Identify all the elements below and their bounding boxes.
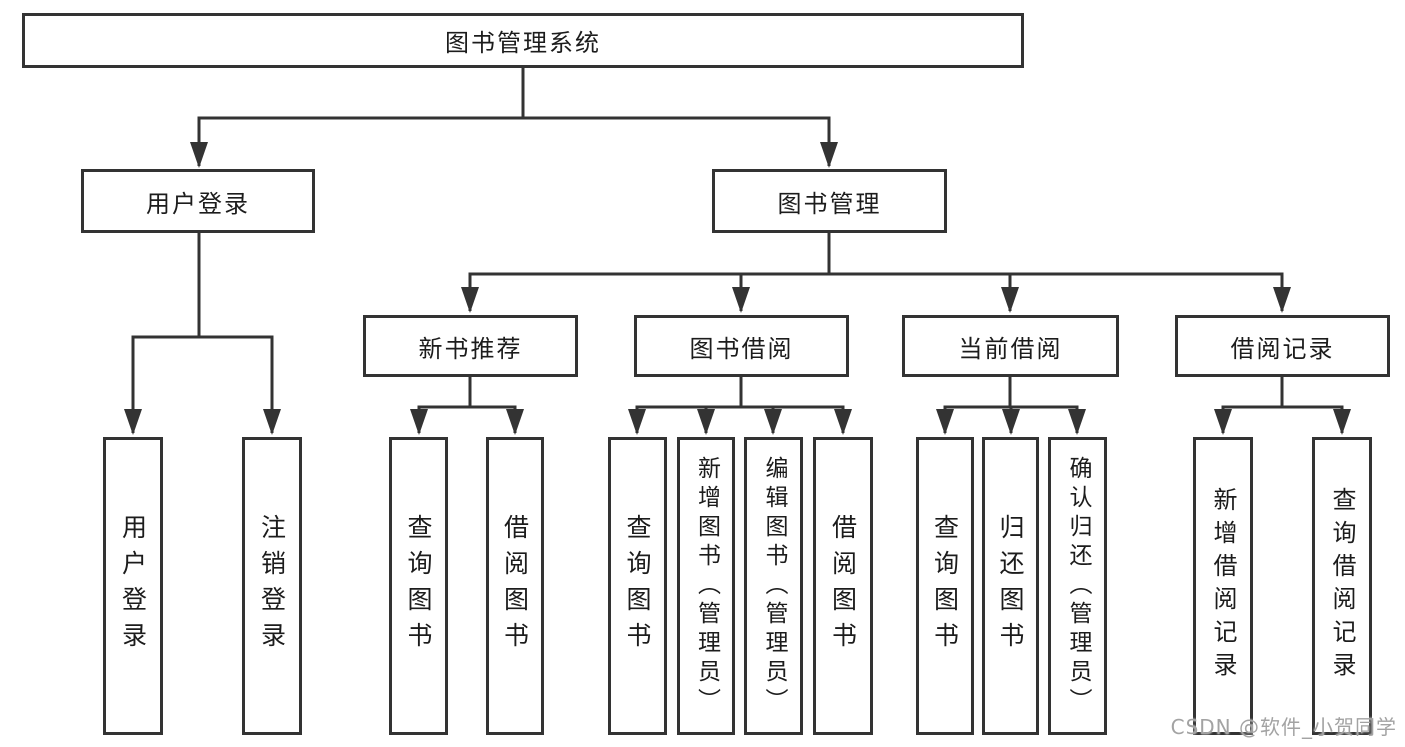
node-current-borrowing: 当前借阅 — [902, 315, 1119, 377]
node-label: 图书借阅 — [689, 334, 794, 363]
node-label: 当前借阅 — [958, 334, 1063, 363]
node-user-login-module: 用户登录 — [81, 169, 315, 233]
node-label: 编辑图书（管理员） — [761, 455, 787, 717]
node-label: 注销登录 — [257, 514, 287, 658]
node-book-management-module: 图书管理 — [712, 169, 947, 233]
node-label: 查询图书 — [623, 514, 652, 658]
leaf-query-borrow-record: 查询借阅记录 — [1312, 437, 1372, 735]
node-label: 用户登录 — [146, 189, 250, 218]
node-label: 借阅图书 — [828, 514, 858, 658]
node-label: 查询借阅记录 — [1328, 487, 1356, 685]
leaf-logout: 注销登录 — [242, 437, 302, 735]
leaf-add-borrow-record: 新增借阅记录 — [1193, 437, 1253, 735]
leaf-edit-books-admin: 编辑图书（管理员） — [744, 437, 803, 735]
node-book-borrowing: 图书借阅 — [634, 315, 849, 377]
node-label: 新增图书（管理员） — [693, 455, 720, 717]
node-new-book-recommendation: 新书推荐 — [363, 315, 578, 377]
node-label: 查询图书 — [404, 514, 433, 658]
leaf-confirm-return-admin: 确认归还（管理员） — [1048, 437, 1107, 735]
node-label: 归还图书 — [996, 514, 1025, 658]
leaf-user-login: 用户登录 — [103, 437, 163, 735]
node-label: 图书管理系统 — [445, 29, 601, 57]
leaf-return-books: 归还图书 — [982, 437, 1039, 735]
node-borrowing-records: 借阅记录 — [1175, 315, 1390, 377]
node-label: 查询图书 — [930, 514, 960, 658]
node-label: 借阅图书 — [500, 514, 530, 658]
node-label: 借阅记录 — [1230, 334, 1335, 363]
node-label: 用户登录 — [118, 514, 148, 658]
node-label: 确认归还（管理员） — [1065, 455, 1091, 717]
node-label: 新增借阅记录 — [1209, 487, 1237, 685]
leaf-query-books-recommend: 查询图书 — [389, 437, 448, 735]
leaf-query-books-borrow: 查询图书 — [608, 437, 667, 735]
csdn-watermark: CSDN @软件_小贺同学 — [1170, 715, 1397, 739]
leaf-borrow-books: 借阅图书 — [813, 437, 873, 735]
leaf-query-books-current: 查询图书 — [916, 437, 974, 735]
node-label: 图书管理 — [777, 189, 882, 218]
node-label: 新书推荐 — [418, 334, 523, 363]
leaf-borrow-books-recommend: 借阅图书 — [486, 437, 544, 735]
leaf-add-books-admin: 新增图书（管理员） — [677, 437, 735, 735]
node-root-system: 图书管理系统 — [22, 13, 1024, 68]
